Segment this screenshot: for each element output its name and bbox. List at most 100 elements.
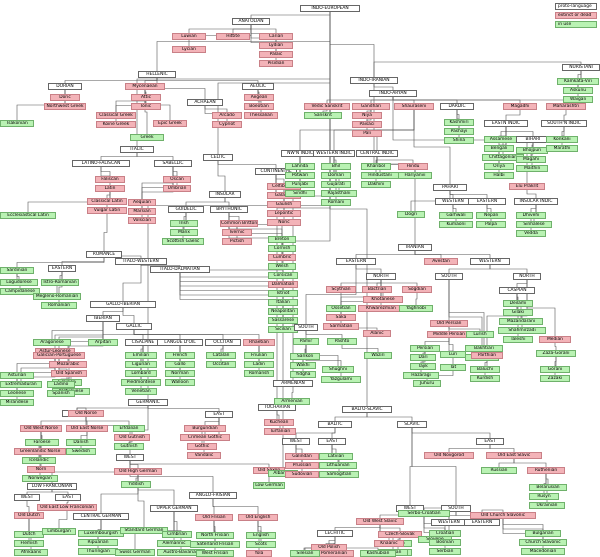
node-eastlf: EAST xyxy=(55,494,81,501)
edge-celtic-to-insular xyxy=(217,161,226,191)
node-scots: Scots xyxy=(246,541,276,548)
node-galloiberian: GALLO-IBERIAN xyxy=(90,301,156,308)
edge-southi-to-pashto xyxy=(305,331,343,338)
node-pahari: PAHARI xyxy=(433,184,467,191)
node-norwegian: Norwegian xyxy=(22,475,58,482)
node-ie: INDO-EUROPEAN xyxy=(300,5,360,12)
edge-sabellic-to-oscan xyxy=(172,167,178,176)
edge-pahari-to-eastp xyxy=(449,191,488,198)
edge-galloiberian-to-gallic xyxy=(122,308,135,323)
node-corsican: Corsican xyxy=(268,272,298,279)
edge-iberian-to-aragonese xyxy=(51,322,104,339)
node-leonese: Leonese xyxy=(0,390,34,397)
node-gallo: Gallo xyxy=(165,361,195,368)
node-burgundian: Burgundian xyxy=(184,425,226,432)
node-yaghnobi: Yaghnobi xyxy=(399,305,433,312)
node-northwi: NORTH xyxy=(513,273,541,280)
node-insular: INSULAR xyxy=(209,191,241,198)
node-latvian: Latvian xyxy=(319,453,353,460)
node-insularindic: INSULAR INDIC xyxy=(514,198,558,205)
node-alemannic: Alemannic xyxy=(157,540,191,547)
node-goidelic: GOIDELIC xyxy=(168,206,204,213)
node-centralg: CENTRAL GERMAN xyxy=(73,513,129,520)
node-judeo: Juhuru xyxy=(413,380,441,387)
node-ruthenian: Ruthenian xyxy=(527,467,565,474)
legend-extinct-or-dead: extinct or dead xyxy=(555,12,597,19)
node-eastern-r: EASTERN xyxy=(48,265,76,272)
edge-westerni-to-southwi xyxy=(448,265,491,273)
node-romansh: Romansh xyxy=(244,370,274,377)
node-gorani: Gorani xyxy=(540,366,570,373)
node-kashubian: Kashubian xyxy=(360,550,396,557)
node-germanic: GERMANIC xyxy=(128,399,168,406)
edge-romance-to-eastern-r xyxy=(61,258,105,265)
edge-ochslav-to-bulgarian xyxy=(502,519,544,530)
edge-ie-to-indoiranian xyxy=(329,12,375,77)
node-mazandarani: Mazandarani xyxy=(499,318,543,325)
node-luri: Luri xyxy=(440,351,466,358)
node-cornish: Cornish xyxy=(268,245,296,252)
node-shahmirzadi: Shahmirzadi xyxy=(498,327,546,334)
edge-tocharian-to-kuchean xyxy=(276,411,280,419)
node-arpitan: Arpitan xyxy=(88,339,118,346)
node-sabellic: SABELLIC xyxy=(154,160,192,167)
edge-slavic-to-wests xyxy=(409,428,413,505)
node-pamir: Pamir xyxy=(293,338,319,345)
node-luxemb: Luxembourgish xyxy=(78,530,124,537)
edge-italic-to-sabellic xyxy=(136,153,174,160)
node-easterns: EASTERN xyxy=(464,519,500,526)
legend: proto-language extinct or dead in use xyxy=(555,3,597,30)
node-southwi: SOUTH xyxy=(435,273,463,280)
edge-celtic-to-continental xyxy=(217,161,277,168)
node-oldeastslavic: Old East Slavic xyxy=(486,452,542,459)
node-armenian-g: ARMENIAN xyxy=(273,380,313,387)
node-eluprakrit: Elu Prakrit xyxy=(509,183,545,190)
node-clgreek: Classical Greek xyxy=(96,112,136,119)
edge-eastg-to-burgundian xyxy=(204,418,220,425)
edge-westg-to-ohgerman xyxy=(129,461,139,468)
edge-iranian-to-avestan xyxy=(414,251,442,258)
node-campidanese: Campidanese xyxy=(0,288,40,295)
node-italic: ITALIC xyxy=(120,146,154,153)
edge-pashto-to-waziri xyxy=(341,345,379,352)
node-thessalian: Thessalian xyxy=(244,112,278,119)
node-eastg: EAST xyxy=(205,411,233,418)
node-halbi: Halbi xyxy=(484,172,514,179)
node-italian: Italian xyxy=(268,299,298,306)
edge-slavic-to-souths xyxy=(411,428,457,505)
node-doric: DORIAN xyxy=(48,83,82,90)
node-niya: Niya xyxy=(352,112,382,119)
node-bakhtiari: Bakhtiari xyxy=(465,345,503,352)
node-bosnian: Bosnian xyxy=(429,539,461,546)
node-vulglat: Vulgar Latin xyxy=(87,207,127,214)
node-limburgan: Limburgan xyxy=(42,528,76,535)
node-maharashtri: Maharashtri xyxy=(546,103,586,110)
node-marsian: Marsian xyxy=(128,208,156,215)
edge-maharashtri-to-southindic xyxy=(563,110,567,120)
node-pashayi: Pashayi xyxy=(444,128,474,135)
node-bengali: Bengali xyxy=(484,145,514,152)
node-aegean: Aegean xyxy=(244,94,274,101)
node-tajik: Tajik xyxy=(410,363,436,370)
edge-oldeastnorse-to-danish xyxy=(80,432,88,439)
node-umbrian: Umbrian xyxy=(163,185,191,192)
node-palaic: Palaic xyxy=(259,51,293,58)
node-carian: Carian xyxy=(259,33,293,40)
node-swissgerman: Swiss German xyxy=(115,549,155,556)
node-cypriot: Cypriot xyxy=(212,121,242,128)
node-shauraseni: Shauraseni xyxy=(394,103,434,110)
edge-oldeastslavic-to-russian xyxy=(498,459,515,467)
node-hittite: Hittite xyxy=(216,33,250,40)
node-ionic: Ionic xyxy=(131,103,161,110)
node-palpa: Palpa xyxy=(476,221,506,228)
node-oldnorse: Old Norse xyxy=(68,410,104,417)
node-baltic: BALTIC xyxy=(318,421,352,428)
node-southindic: SOUTH'N INDIC xyxy=(541,120,587,127)
node-parthian: Parthian xyxy=(471,352,503,359)
edge-easterni-to-northi xyxy=(355,265,382,273)
node-tat: Tat xyxy=(440,364,466,371)
node-rusyn: Rusyn xyxy=(529,493,559,500)
node-punjabi: Punjabi xyxy=(285,181,315,188)
node-bhil: Bhil xyxy=(321,163,351,170)
